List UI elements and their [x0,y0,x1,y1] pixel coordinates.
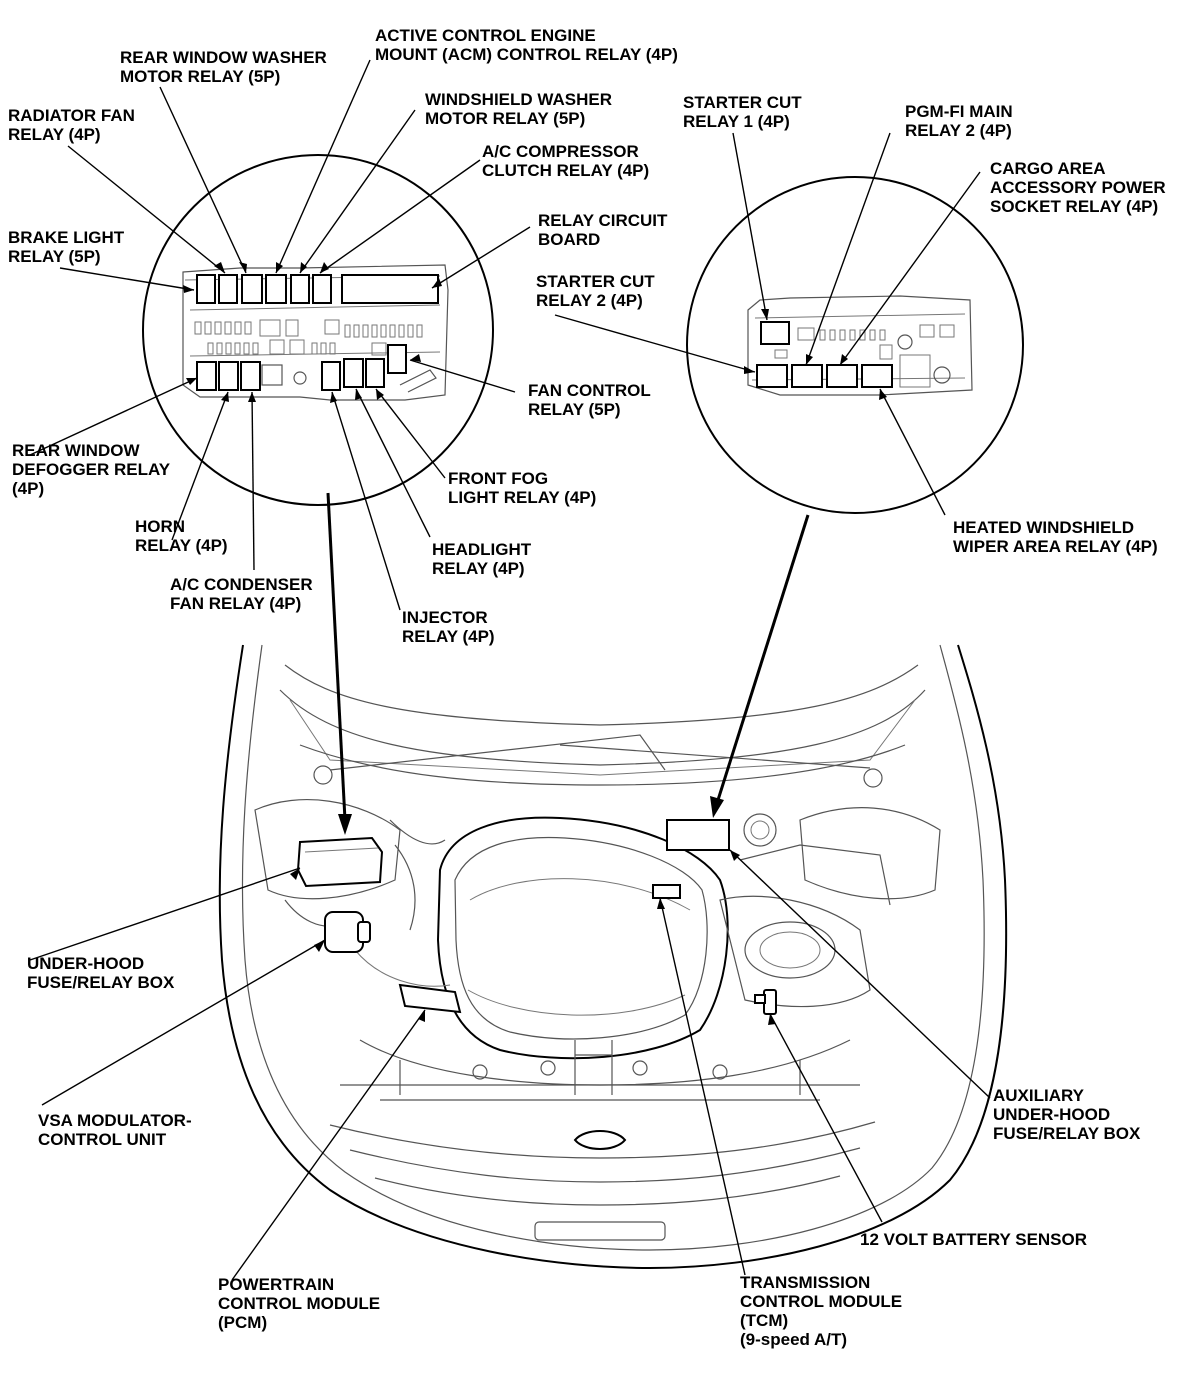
label-fan-control-relay: FAN CONTROL RELAY (5P) [528,381,655,419]
label-front-fog-light-relay: FRONT FOG LIGHT RELAY (4P) [448,469,596,507]
relay-circuit-board [341,274,439,304]
ac-condenser-fan-relay [240,361,261,391]
pcm-shape [398,983,462,1014]
horn-relay [218,361,239,391]
label-ac-condenser-fan-relay: A/C CONDENSER FAN RELAY (4P) [170,575,317,613]
label-relay-circuit-board: RELAY CIRCUIT BOARD [538,211,672,249]
label-windshield-washer-relay: WINDSHIELD WASHER MOTOR RELAY (5P) [425,90,617,128]
tcm-shape [652,884,681,899]
label-acm-control-relay: ACTIVE CONTROL ENGINE MOUNT (ACM) CONTRO… [375,26,678,64]
callout-labels: REAR WINDOW WASHER MOTOR RELAY (5P) ACTI… [8,26,1170,1349]
heated-windshield-relay [861,364,893,388]
radiator-fan-relay [218,274,238,304]
label-rear-window-washer-relay: REAR WINDOW WASHER MOTOR RELAY (5P) [120,48,332,86]
fan-control-relay [387,344,407,374]
label-tcm: TRANSMISSION CONTROL MODULE (TCM) (9-spe… [740,1273,907,1349]
windshield-washer-relay [290,274,310,304]
starter-cut-relay-1 [760,321,790,345]
label-heated-windshield-relay: HEATED WINDSHIELD WIPER AREA RELAY (4P) [953,518,1158,556]
rear-window-defogger-relay [196,361,217,391]
label-battery-sensor: 12 VOLT BATTERY SENSOR [860,1230,1087,1249]
injector-relay [321,361,341,391]
label-vsa-modulator: VSA MODULATOR- CONTROL UNIT [38,1111,196,1149]
label-brake-light-relay: BRAKE LIGHT RELAY (5P) [8,228,129,266]
label-headlight-relay: HEADLIGHT RELAY (4P) [432,540,536,578]
left-fuse-box-magnifier [142,154,494,506]
label-injector-relay: INJECTOR RELAY (4P) [402,608,495,646]
label-horn-relay: HORN RELAY (4P) [135,517,228,555]
label-rear-window-defogger-relay: REAR WINDOW DEFOGGER RELAY (4P) [12,441,175,498]
label-pcm: POWERTRAIN CONTROL MODULE (PCM) [218,1275,385,1332]
ac-compressor-relay [312,274,332,304]
brake-light-relay [196,274,216,304]
under-hood-fuse-box-shape [296,836,384,888]
right-fuse-box-magnifier [686,176,1024,514]
aux-fuse-box-shape [666,819,730,851]
leader-lines [29,59,991,1281]
vehicle-engine-bay [218,644,1008,1270]
acm-control-relay [265,274,287,304]
rear-window-washer-relay [241,274,263,304]
label-radiator-fan-relay: RADIATOR FAN RELAY (4P) [8,106,140,144]
label-ac-compressor-relay: A/C COMPRESSOR CLUTCH RELAY (4P) [482,142,649,180]
magnifier-arrows [326,492,810,835]
label-starter-cut-relay-1: STARTER CUT RELAY 1 (4P) [683,93,806,131]
label-starter-cut-relay-2: STARTER CUT RELAY 2 (4P) [536,272,659,310]
label-aux-fuse-box: AUXILIARY UNDER-HOOD FUSE/RELAY BOX [993,1086,1141,1143]
cargo-area-relay [826,364,858,388]
label-pgm-fi-main-relay-2: PGM-FI MAIN RELAY 2 (4P) [905,102,1017,140]
headlight-relay [343,358,364,388]
pgm-fi-main-relay-2 [791,364,823,388]
front-fog-light-relay [365,358,385,388]
starter-cut-relay-2 [756,364,788,388]
label-under-hood-fuse-box: UNDER-HOOD FUSE/RELAY BOX [27,954,175,992]
label-cargo-area-relay: CARGO AREA ACCESSORY POWER SOCKET RELAY … [990,159,1170,216]
